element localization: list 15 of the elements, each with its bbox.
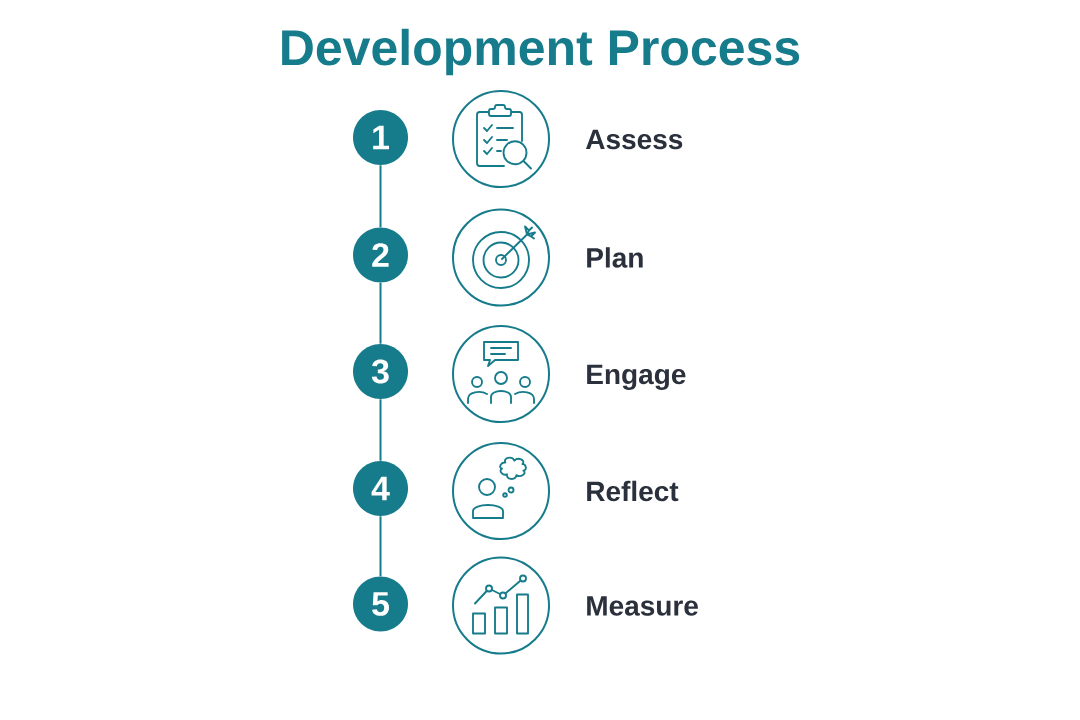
icon-circle	[452, 442, 550, 540]
connector-line	[379, 164, 382, 229]
icon-circle	[452, 208, 550, 307]
connector-line	[379, 398, 382, 462]
icon-circle	[452, 90, 550, 188]
step-label: Reflect	[587, 480, 679, 502]
step-label: Engage	[587, 364, 686, 390]
step-label: Measure	[587, 596, 698, 616]
title: Development Process	[282, 28, 800, 76]
step-label: Assess	[585, 129, 683, 150]
connector-line	[379, 515, 382, 578]
connector-line	[379, 281, 382, 345]
step-label: Plan	[587, 247, 643, 268]
icon-circle	[452, 556, 550, 655]
icon-circle	[452, 325, 550, 423]
